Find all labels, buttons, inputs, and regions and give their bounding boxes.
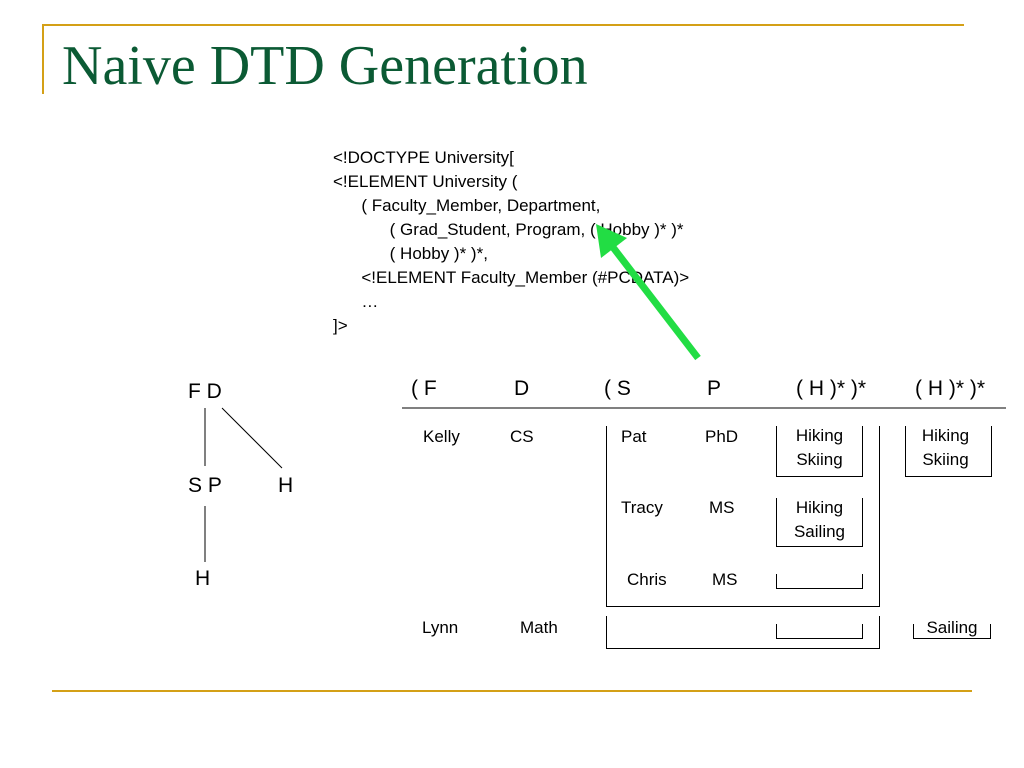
- dtd-line: <!DOCTYPE University[: [333, 148, 514, 167]
- header-p: P: [707, 377, 722, 400]
- left-rule: [42, 24, 44, 94]
- hobby-item: Hiking: [795, 498, 844, 517]
- header-s: ( S: [604, 377, 631, 400]
- bottom-rule: [52, 690, 972, 692]
- hobby-item: Skiing: [922, 450, 969, 469]
- faculty-lynn: Lynn: [422, 618, 459, 637]
- tree-edge-fd-h: [221, 407, 283, 469]
- student-chris: Chris: [627, 570, 667, 589]
- arrow-shaft: [609, 243, 701, 361]
- dtd-line: <!ELEMENT University (: [333, 172, 518, 191]
- tree-node-leaf-h: H: [195, 567, 211, 590]
- hobby-bracket: [776, 498, 863, 547]
- hobby-item: Sailing: [793, 522, 846, 541]
- slide-title: Naive DTD Generation: [62, 35, 588, 97]
- hobby-item: Hiking: [795, 426, 844, 445]
- tree-node-sp: S P: [188, 474, 222, 497]
- empty-hobby-bracket: [776, 624, 863, 639]
- program-ms: MS: [712, 570, 738, 589]
- dept-math: Math: [520, 618, 558, 637]
- faculty-hobby-sailing: Sailing: [926, 618, 978, 637]
- hobby-bracket: [776, 426, 863, 477]
- tree-node-fd: F D: [188, 380, 222, 403]
- dtd-line: …: [333, 292, 379, 311]
- student-pat: Pat: [621, 427, 647, 446]
- header-student-hobby: ( H )* )*: [796, 377, 866, 400]
- dtd-line: ( Hobby )* )*,: [333, 244, 488, 263]
- faculty-hobby-list: Hiking Skiing: [902, 424, 989, 472]
- program-phd: PhD: [705, 427, 739, 446]
- hobby-list: Hiking Sailing: [776, 496, 863, 544]
- student-group-bracket: [606, 426, 880, 607]
- empty-hobby-bracket: [776, 574, 863, 589]
- empty-student-group-bracket: [606, 616, 880, 649]
- header-d: D: [514, 377, 530, 400]
- arrow-head: [596, 224, 627, 258]
- faculty-kelly: Kelly: [423, 427, 460, 446]
- hobby-list: Hiking Skiing: [776, 424, 863, 472]
- top-rule: [42, 24, 964, 26]
- header-f: ( F: [411, 377, 437, 400]
- faculty-hobby-bracket: [913, 624, 991, 639]
- dtd-line: ( Grad_Student, Program, ( Hobby )* )*: [333, 220, 684, 239]
- tree-node-h: H: [278, 474, 294, 497]
- dtd-line: ( Faculty_Member, Department,: [333, 196, 601, 215]
- dtd-line: ]>: [333, 316, 348, 335]
- dept-cs: CS: [510, 427, 534, 446]
- dtd-code-block: <!DOCTYPE University[ <!ELEMENT Universi…: [333, 146, 689, 338]
- program-ms: MS: [709, 498, 735, 517]
- hobby-item: Hiking: [921, 426, 970, 445]
- hobby-item: Skiing: [796, 450, 843, 469]
- student-tracy: Tracy: [621, 498, 663, 517]
- faculty-hobby-bracket: [905, 426, 992, 477]
- header-faculty-hobby: ( H )* )*: [915, 377, 985, 400]
